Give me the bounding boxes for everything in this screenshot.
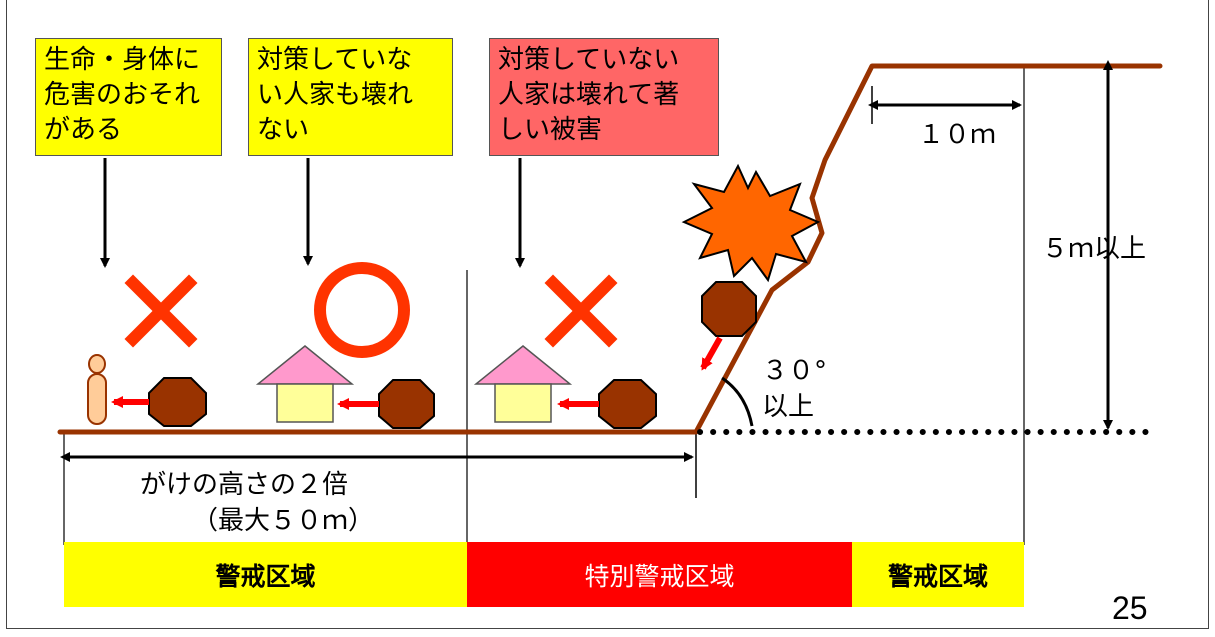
zone-warning-right: 警戒区域 bbox=[852, 542, 1024, 607]
label-angle: ３０° bbox=[762, 356, 828, 386]
house-icon bbox=[473, 345, 573, 423]
note-person-danger: 生命・身体に 危害のおそれ がある bbox=[35, 38, 222, 156]
zone-warning-left: 警戒区域 bbox=[64, 542, 467, 607]
house-icon bbox=[255, 345, 355, 423]
rock-icon bbox=[148, 377, 207, 427]
note-house-damaged: 対策していない 人家は壊れて著 しい被害 bbox=[489, 38, 719, 156]
rock-icon bbox=[598, 379, 657, 429]
rock-icon bbox=[378, 379, 435, 429]
angle-arc bbox=[721, 376, 754, 427]
label-distance-line1: がけの高さの２倍 bbox=[140, 470, 349, 500]
label-width-10m: １０ｍ bbox=[918, 120, 997, 150]
measure-arrows bbox=[60, 60, 1113, 462]
motion-arrows bbox=[111, 336, 723, 410]
zone-special-warning: 特別警戒区域 bbox=[467, 542, 852, 607]
cross-icon bbox=[124, 274, 198, 348]
zone-dividers bbox=[63, 68, 1025, 545]
rock-icon bbox=[701, 281, 757, 337]
note-house-safe: 対策していな い人家も壊れ ない bbox=[248, 38, 453, 156]
pointer-arrows bbox=[100, 158, 525, 268]
person-icon bbox=[87, 354, 107, 425]
label-distance-line2: （最大５０ｍ） bbox=[192, 506, 375, 536]
label-height: ５ｍ以上 bbox=[1042, 234, 1147, 264]
circle-icon bbox=[314, 262, 410, 358]
page-number: 25 bbox=[1112, 590, 1148, 626]
ground-line bbox=[57, 63, 1163, 435]
impact-burst-icon bbox=[681, 163, 821, 283]
cross-icon bbox=[544, 274, 618, 348]
label-angle-suffix: 以上 bbox=[762, 392, 815, 422]
